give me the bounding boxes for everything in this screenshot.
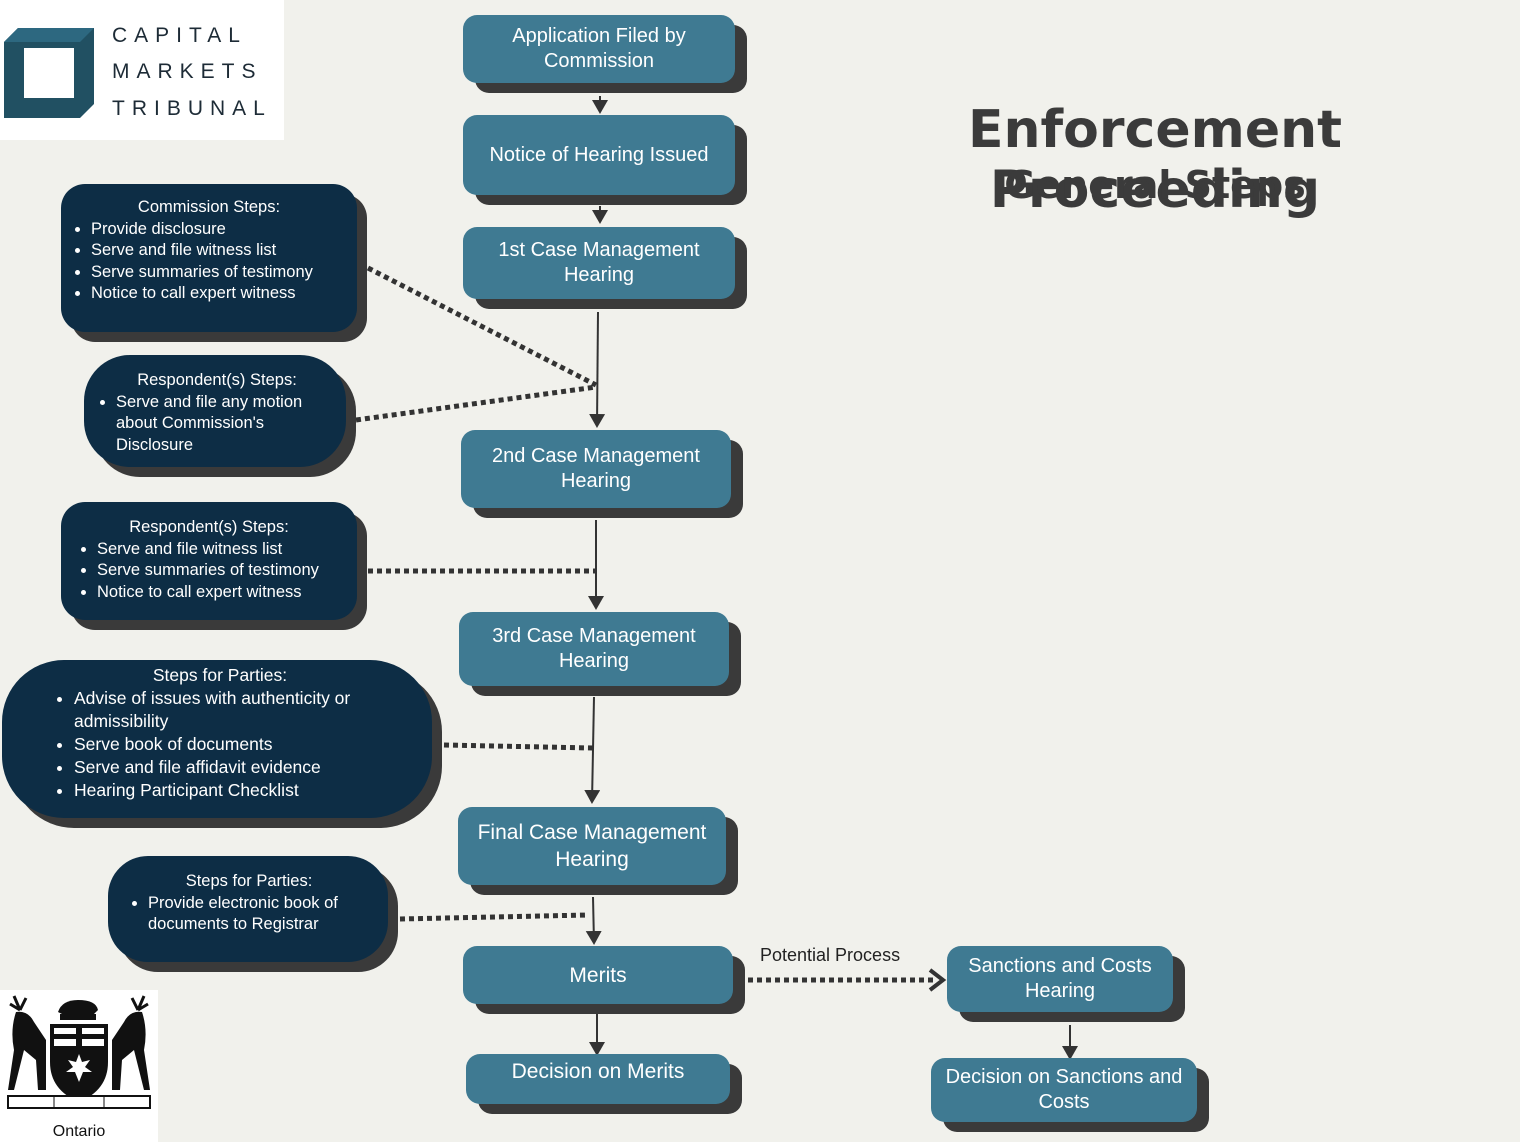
note-heading: Steps for Parties: <box>152 665 288 685</box>
dotted-connector-parties-2 <box>399 912 589 922</box>
list-item: Serve summaries of testimony <box>97 560 353 582</box>
arrow-3-4 <box>589 311 606 428</box>
list-item: Notice to call expert witness <box>91 283 351 305</box>
step-application-filed: Application Filed by Commission <box>463 15 735 83</box>
step-sanctions-costs-hearing: Sanctions and Costs Hearing <box>947 946 1173 1012</box>
list-item: Provide electronic book of documents to … <box>148 893 378 936</box>
page-subtitle: General Steps <box>1004 163 1306 207</box>
step-1st-case-management: 1st Case Management Hearing <box>463 227 735 299</box>
potential-process-label: Potential Process <box>760 945 901 965</box>
logo-line-2: MARKETS <box>112 60 263 83</box>
list-item: Serve and file witness list <box>97 539 353 561</box>
step-final-case-management: Final Case Management Hearing <box>458 807 726 885</box>
potential-process-arrowhead <box>928 968 947 992</box>
step-2nd-case-management: 2nd Case Management Hearing <box>461 430 731 508</box>
capital-markets-tribunal-logo: CAPITAL MARKETS TRIBUNAL <box>0 0 284 140</box>
step-notice-of-hearing: Notice of Hearing Issued <box>463 115 735 195</box>
dotted-connector-respondent-1 <box>355 384 597 423</box>
dotted-connector-parties-1 <box>443 742 594 751</box>
list-item: Serve book of documents <box>74 733 418 756</box>
ontario-logo <box>0 990 158 1142</box>
list-item: Hearing Participant Checklist <box>74 779 418 802</box>
note-heading: Steps for Parties: <box>185 872 313 890</box>
arrow-6-7 <box>585 896 602 945</box>
list-item: Advise of issues with authenticity or ad… <box>74 687 418 733</box>
list-item: Serve and file any motion about Commissi… <box>116 392 336 457</box>
note-respondent-steps-disclosure: Respondent(s) Steps: Serve and file any … <box>84 355 346 467</box>
logo-line-1: CAPITAL <box>112 24 247 47</box>
note-heading: Respondent(s) Steps: <box>137 371 297 389</box>
step-3rd-case-management: 3rd Case Management Hearing <box>459 612 729 686</box>
logo-line-3: TRIBUNAL <box>112 97 272 120</box>
list-item: Serve and file affidavit evidence <box>74 756 418 779</box>
list-item: Serve and file witness list <box>91 240 351 262</box>
note-respondent-steps-witness: Respondent(s) Steps: Serve and file witn… <box>61 502 357 620</box>
list-item: Provide disclosure <box>91 219 351 241</box>
note-parties-steps-registrar: Steps for Parties: Provide electronic bo… <box>108 856 388 962</box>
step-merits: Merits <box>463 946 733 1004</box>
arrow-5-6 <box>584 696 601 804</box>
tribunal-logo-icon <box>4 28 94 118</box>
ontario-coat-of-arms-icon <box>7 995 151 1109</box>
ontario-label: Ontario <box>52 1123 106 1140</box>
page-title: Enforcement Proceeding <box>968 100 1342 220</box>
step-decision-on-merits: Decision on Merits <box>466 1054 730 1104</box>
dotted-connector-commission <box>366 265 598 388</box>
note-heading: Respondent(s) Steps: <box>129 518 289 536</box>
list-item: Notice to call expert witness <box>97 582 353 604</box>
list-item: Serve summaries of testimony <box>91 262 351 284</box>
step-decision-sanctions-costs: Decision on Sanctions and Costs <box>931 1058 1197 1122</box>
note-heading: Commission Steps: <box>137 198 281 216</box>
note-parties-steps-documents: Steps for Parties: Advise of issues with… <box>2 660 432 818</box>
note-commission-steps: Commission Steps: Provide disclosure Ser… <box>61 184 357 332</box>
